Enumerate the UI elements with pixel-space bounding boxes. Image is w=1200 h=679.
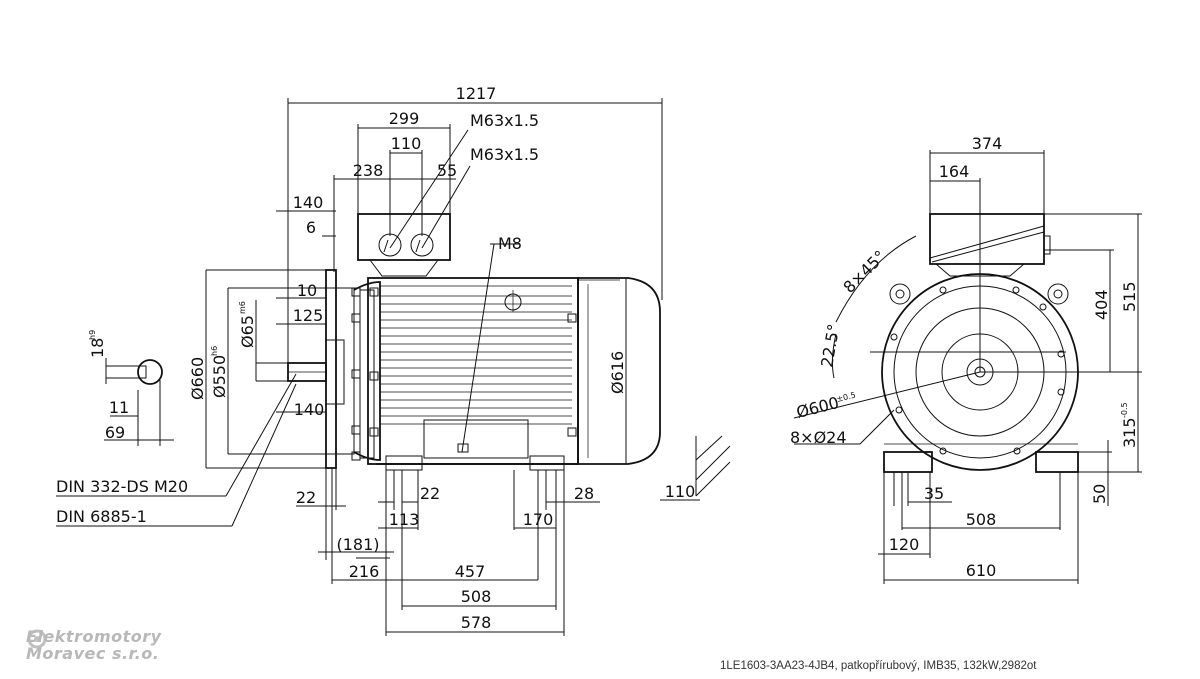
dim-foot-edge: 120 bbox=[889, 535, 920, 554]
dim-angle-a: 8×45° bbox=[839, 247, 889, 297]
dim-shoulder: 10 bbox=[297, 281, 317, 300]
dim-end-offset: 164 bbox=[939, 162, 970, 181]
dim-shaft-height-end: 315 bbox=[1120, 417, 1139, 448]
logo-line-1: Elektromotory bbox=[26, 627, 162, 646]
company-logo bbox=[26, 626, 226, 666]
dim-foot-d: 113 bbox=[389, 510, 420, 529]
dim-foot-b: 28 bbox=[574, 484, 594, 503]
dim-end-box: 404 bbox=[1092, 289, 1111, 320]
dim-housing-dia: Ø616 bbox=[608, 351, 627, 394]
dim-foot-spacing: 508 bbox=[966, 510, 997, 529]
dim-shaft-tol: m6 bbox=[238, 301, 247, 314]
end-view-dimension-lines bbox=[793, 150, 1142, 584]
dim-angle-b: 22.5° bbox=[817, 322, 843, 368]
side-view-outline bbox=[287, 213, 731, 497]
dim-terminal-box-length: 299 bbox=[389, 109, 420, 128]
dimension-labels: 1217 299 110 M63x1.5 M63x1.5 238 55 140 … bbox=[56, 84, 1139, 632]
dim-spigot-dia: Ø550 bbox=[210, 355, 229, 398]
dim-key-depth: 11 bbox=[109, 398, 129, 417]
dim-earth: M8 bbox=[498, 234, 522, 253]
dim-shaft-height-tol: -0.5 bbox=[1120, 402, 1129, 418]
dim-flange-dia: Ø660 bbox=[188, 357, 207, 400]
dim-spigot: 6 bbox=[306, 218, 316, 237]
dim-key-width: 18 bbox=[88, 338, 107, 358]
dim-578: 578 bbox=[461, 613, 492, 632]
dim-181: (181) bbox=[336, 535, 379, 554]
dim-end-height: 515 bbox=[1120, 281, 1139, 312]
dim-foot-height: 50 bbox=[1090, 484, 1109, 504]
dim-gland-offset: 55 bbox=[437, 161, 457, 180]
dim-shaft-height: 69 bbox=[105, 423, 125, 442]
dim-shaft-length: 140 bbox=[293, 193, 324, 212]
dim-end-width: 374 bbox=[972, 134, 1003, 153]
dim-key-tol: h9 bbox=[88, 330, 97, 340]
dim-gland-a: M63x1.5 bbox=[470, 111, 539, 130]
dim-508: 508 bbox=[461, 587, 492, 606]
dim-key-length: 125 bbox=[293, 306, 324, 325]
din-center-hole: DIN 332-DS M20 bbox=[56, 477, 188, 496]
dim-key-length-2: 140 bbox=[294, 400, 325, 419]
dim-holes: 8×Ø24 bbox=[790, 428, 847, 447]
logo-line-2: Moravec s.r.o. bbox=[26, 644, 160, 663]
dim-pcd-tol: ±0.5 bbox=[836, 391, 857, 404]
logo-gear-icon bbox=[27, 629, 47, 649]
side-view-dimension-lines bbox=[56, 98, 700, 636]
dim-overall-length: 1217 bbox=[456, 84, 497, 103]
dim-foot-e: 170 bbox=[523, 510, 554, 529]
key-section-cut bbox=[136, 365, 147, 379]
dim-gland-spacing: 110 bbox=[391, 134, 422, 153]
din-key: DIN 6885-1 bbox=[56, 507, 147, 526]
dim-457: 457 bbox=[455, 562, 486, 581]
dim-pcd: Ø600 bbox=[794, 393, 840, 422]
dim-base-width: 610 bbox=[966, 561, 997, 580]
dim-box-offset: 238 bbox=[353, 161, 384, 180]
dim-spigot-tol: h6 bbox=[210, 346, 219, 356]
key-section-circle bbox=[137, 359, 163, 385]
dim-gland-b: M63x1.5 bbox=[470, 145, 539, 164]
dim-foot-c: 110 bbox=[665, 482, 696, 501]
dim-flange-thickness: 22 bbox=[296, 488, 316, 507]
dim-foot-a: 22 bbox=[420, 484, 440, 503]
dim-foot-hole: 35 bbox=[924, 484, 944, 503]
dim-216: 216 bbox=[349, 562, 380, 581]
dim-shaft-dia: Ø65 bbox=[238, 315, 257, 348]
drawing-caption: 1LE1603-3AA23-4JB4, patkopřírubový, IMB3… bbox=[720, 660, 1037, 672]
